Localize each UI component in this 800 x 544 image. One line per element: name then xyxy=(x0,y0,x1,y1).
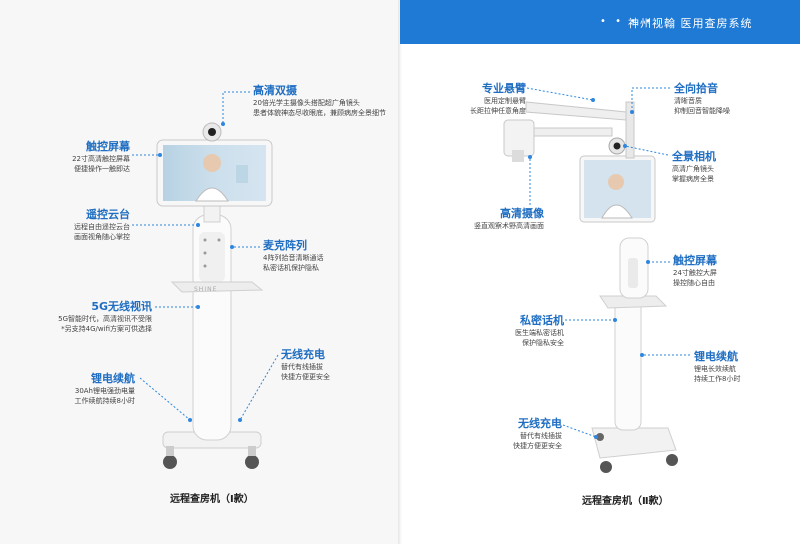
feature-mic-array: 麦克阵列 4阵列拾音清晰通话 私密话机保护隐私 xyxy=(263,237,323,273)
feature-desc-line: 快捷方便更安全 xyxy=(513,442,562,450)
feature-desc-line: 5G智能时代，高清视讯不受限 xyxy=(58,315,152,323)
feature-wireless-charging: 无线充电 替代有线插拔 快捷方便更安全 xyxy=(281,346,330,382)
feature-touch-screen: 触控屏幕 22寸高清触控屏幕 便捷操作一触即达 xyxy=(72,138,130,174)
feature-desc-line: 替代有线插拔 xyxy=(281,363,323,371)
feature-desc-line: 掌握病房全景 xyxy=(672,175,714,183)
feature-title: 触控屏幕 xyxy=(86,140,130,153)
feature-desc-line: 清晰音质 xyxy=(674,97,702,105)
feature-hd-dual-camera: 高清双摄 20倍光学主摄像头搭配超广角镜头 患者体貌神态尽收眼底，兼顾病房全景细… xyxy=(253,82,386,118)
feature-remote-ptz: 遥控云台 远程自由遥控云台 画面视角随心掌控 xyxy=(74,206,130,242)
feature-title: 专业悬臂 xyxy=(482,82,526,95)
feature-title: 5G无线视讯 xyxy=(91,300,152,313)
device-2-caption: 远程查房机（Ⅱ款） xyxy=(582,496,669,507)
feature-battery-life-2: 锂电续航 锂电长效续航 持续工作8小时 xyxy=(694,348,740,384)
feature-touch-screen-2: 触控屏幕 24寸触控大屏 操控随心自由 xyxy=(673,252,717,288)
feature-panorama-camera: 全景相机 高清广角镜头 掌握病房全景 xyxy=(672,148,716,184)
feature-desc-line: 长距拉伸任意角度 xyxy=(470,107,526,115)
header-dots: • • • • xyxy=(600,16,655,27)
feature-desc-line: 便捷操作一触即达 xyxy=(74,165,130,173)
feature-desc-line: 保护隐私安全 xyxy=(522,339,564,347)
device-1-illustration xyxy=(156,122,273,469)
feature-medical-arm: 专业悬臂 医用定制悬臂 长距拉伸任意角度 xyxy=(470,80,526,116)
feature-title: 无线充电 xyxy=(518,417,562,430)
device-1-brand: SHINE xyxy=(194,286,218,293)
feature-desc-line: 24寸触控大屏 xyxy=(673,269,717,277)
feature-desc-line: 患者体貌神态尽收眼底，兼顾病房全景细节 xyxy=(253,109,386,117)
feature-5g-video: 5G无线视讯 5G智能时代，高清视讯不受限 *另支持4G/wifi方案可供选择 xyxy=(58,298,152,334)
feature-title: 遥控云台 xyxy=(86,208,130,221)
feature-title: 无线充电 xyxy=(281,348,325,361)
feature-desc-line: 30Ah锂电强劲电量 xyxy=(74,387,135,395)
feature-desc-line: *另支持4G/wifi方案可供选择 xyxy=(61,325,152,333)
feature-hd-camera: 高清摄像 竖直观察术野高清画面 xyxy=(474,205,544,231)
page-spine xyxy=(398,0,402,544)
feature-desc-line: 医用定制悬臂 xyxy=(484,97,526,105)
feature-title: 私密话机 xyxy=(520,314,564,327)
feature-desc-line: 私密话机保护隐私 xyxy=(263,264,319,272)
feature-title: 全向拾音 xyxy=(674,82,718,95)
header-title: 神州视翰 医用查房系统 xyxy=(628,17,753,30)
feature-desc-line: 抑制回音智能降噪 xyxy=(674,107,730,115)
feature-title: 高清双摄 xyxy=(253,84,297,97)
device-1-caption: 远程查房机（Ⅰ款） xyxy=(170,494,254,505)
feature-desc-line: 4阵列拾音清晰通话 xyxy=(263,254,324,262)
feature-wireless-charging-2: 无线充电 替代有线插拔 快捷方便更安全 xyxy=(513,415,562,451)
feature-title: 锂电续航 xyxy=(694,350,738,363)
device-2-illustration xyxy=(503,101,678,473)
feature-desc-line: 操控随心自由 xyxy=(673,279,715,287)
feature-omni-audio: 全向拾音 清晰音质 抑制回音智能降噪 xyxy=(674,80,730,116)
feature-desc-line: 远程自由遥控云台 xyxy=(74,223,130,231)
feature-desc-line: 医生端私密话机 xyxy=(515,329,564,337)
feature-desc-line: 快捷方便更安全 xyxy=(281,373,330,381)
feature-title: 高清摄像 xyxy=(500,207,544,220)
feature-desc-line: 工作续航持续8小时 xyxy=(74,397,135,405)
feature-desc-line: 竖直观察术野高清画面 xyxy=(474,222,544,230)
header-bar xyxy=(400,0,800,44)
feature-battery-life: 锂电续航 30Ah锂电强劲电量 工作续航持续8小时 xyxy=(75,370,135,406)
feature-title: 锂电续航 xyxy=(91,372,135,385)
feature-desc-line: 20倍光学主摄像头搭配超广角镜头 xyxy=(253,99,360,107)
feature-desc-line: 替代有线插拔 xyxy=(520,432,562,440)
feature-title: 全景相机 xyxy=(672,150,716,163)
feature-desc-line: 持续工作8小时 xyxy=(694,375,741,383)
feature-private-handset: 私密话机 医生端私密话机 保护隐私安全 xyxy=(515,312,564,348)
feature-desc-line: 22寸高清触控屏幕 xyxy=(72,155,130,163)
feature-title: 麦克阵列 xyxy=(263,239,307,252)
feature-desc-line: 高清广角镜头 xyxy=(672,165,714,173)
feature-desc-line: 锂电长效续航 xyxy=(694,365,736,373)
feature-title: 触控屏幕 xyxy=(673,254,717,267)
feature-desc-line: 画面视角随心掌控 xyxy=(74,233,130,241)
